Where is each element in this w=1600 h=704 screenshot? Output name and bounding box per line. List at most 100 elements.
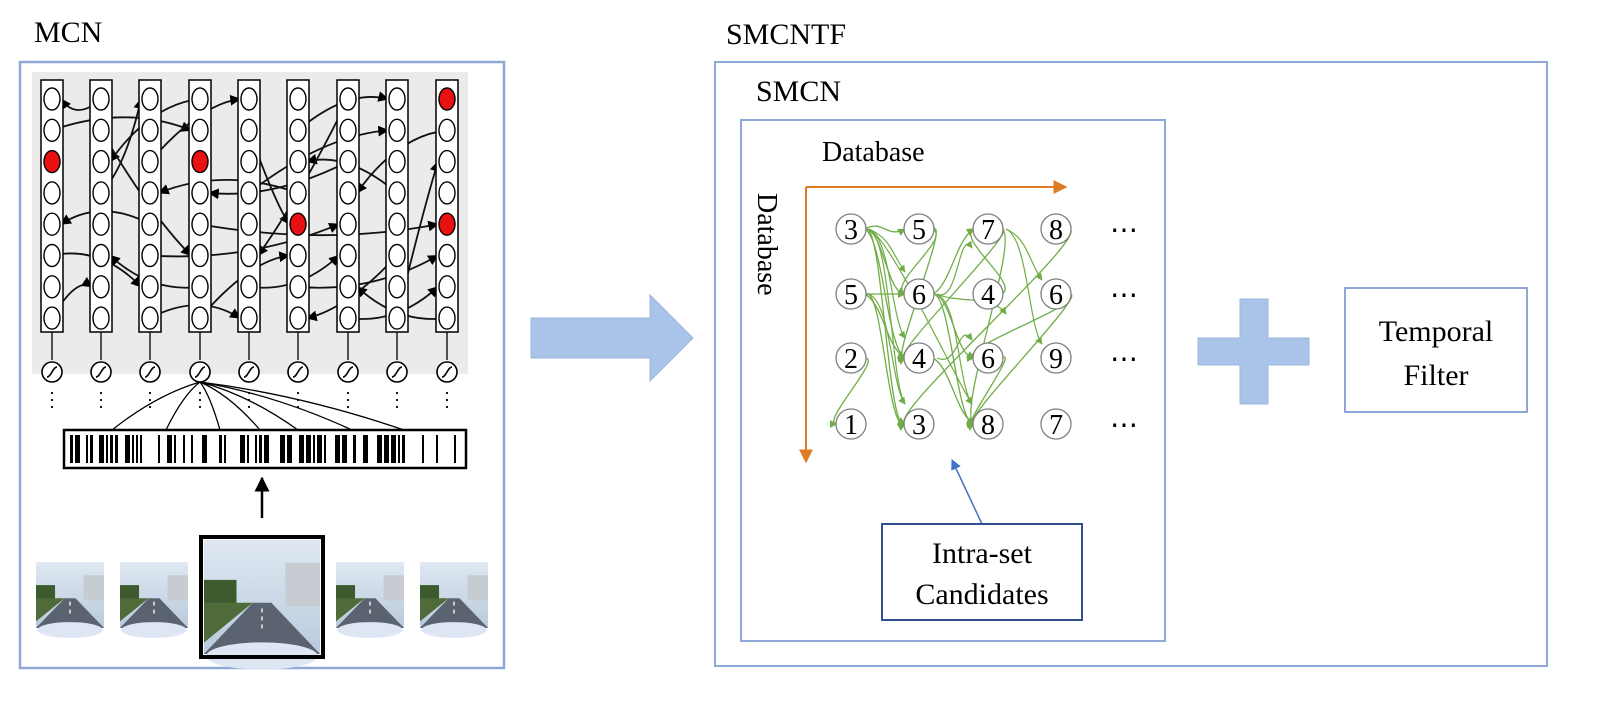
barcode-bar <box>280 435 285 463</box>
mcn-title: MCN <box>34 16 102 49</box>
neuron <box>240 181 258 205</box>
candidate-node <box>1040 342 1072 374</box>
neuron <box>438 306 456 330</box>
neuron <box>92 275 110 299</box>
neuron <box>92 149 110 174</box>
callout-line-1: Intra-set <box>932 537 1033 570</box>
ellipsis-dot <box>395 391 399 395</box>
sigmoid-curve <box>292 366 304 378</box>
neuron <box>388 149 406 174</box>
barcode-bar <box>125 435 130 463</box>
neuron <box>240 149 258 174</box>
barcode-bar <box>174 435 176 463</box>
neuron <box>289 181 307 205</box>
neuron <box>92 181 110 205</box>
ellipsis-dot <box>148 398 152 402</box>
candidate-link <box>868 228 906 405</box>
active-neuron <box>438 212 456 236</box>
neuron <box>141 306 159 330</box>
image-building <box>467 575 488 601</box>
neuron <box>339 181 357 205</box>
barcode-bar <box>335 435 340 463</box>
neuron <box>141 87 159 111</box>
neuron <box>388 212 406 236</box>
barcode-bar <box>136 435 138 463</box>
candidate-label: 7 <box>1049 410 1063 441</box>
ellipsis-dot <box>50 398 54 402</box>
neuron <box>43 275 61 299</box>
neuron <box>43 118 61 143</box>
car-camera-image <box>36 562 104 638</box>
barcode-bar <box>398 435 400 463</box>
candidate-node <box>972 342 1004 374</box>
neuron <box>191 212 209 236</box>
neuron <box>339 275 357 299</box>
barcode-connections <box>111 381 405 431</box>
candidate-node <box>835 278 867 310</box>
candidate-link <box>1005 228 1043 281</box>
candidate-link <box>1005 228 1043 345</box>
neuron <box>240 87 258 111</box>
barcode-bar <box>202 435 207 463</box>
barcode-bar <box>75 435 80 463</box>
neuron <box>141 243 159 268</box>
candidate-node <box>903 408 935 440</box>
neuron <box>240 243 258 268</box>
mcn-network <box>40 79 459 333</box>
neuron <box>339 212 357 236</box>
ellipsis-dot <box>395 405 399 409</box>
row-ellipsis: ⋯ <box>1110 410 1138 441</box>
ellipsis-dot <box>346 391 350 395</box>
neuron <box>191 306 209 330</box>
ellipsis-dot <box>198 405 202 409</box>
neuron <box>191 118 209 143</box>
image-verge <box>336 598 365 622</box>
image-trees <box>120 585 140 602</box>
car-camera-image <box>336 562 404 638</box>
candidate-label: 3 <box>844 215 858 246</box>
candidate-label: 4 <box>912 344 926 375</box>
network-connection <box>51 116 193 132</box>
barcode-bar <box>454 435 456 463</box>
candidate-label: 4 <box>981 280 995 311</box>
neuron <box>141 212 159 236</box>
right-arrow-icon <box>530 293 694 383</box>
barcode-bar <box>240 435 245 463</box>
active-neuron <box>43 149 61 174</box>
candidate-label: 2 <box>844 344 858 375</box>
candidate-link <box>864 225 906 236</box>
barcode-bar <box>140 435 142 463</box>
neuron <box>289 87 307 111</box>
barcode-bar <box>132 435 134 463</box>
ellipsis-dot <box>445 405 449 409</box>
neuron <box>141 149 159 174</box>
neuron <box>438 149 456 174</box>
candidate-node <box>835 213 867 245</box>
neuron <box>289 118 307 143</box>
neuron <box>43 243 61 268</box>
neuron <box>339 87 357 111</box>
car-camera-image <box>120 562 188 638</box>
candidate-node <box>972 278 1004 310</box>
candidate-link <box>868 228 906 273</box>
neuron <box>240 275 258 299</box>
candidate-label: 8 <box>981 410 995 441</box>
filter-line-2: Filter <box>1404 359 1469 392</box>
ellipsis-dot <box>198 398 202 402</box>
barcode-bar <box>377 435 382 463</box>
sigmoid-curve <box>194 366 206 378</box>
sigmoid-curve <box>391 366 403 378</box>
barcode-bar <box>324 435 326 463</box>
image-building <box>285 562 320 607</box>
neuron <box>289 275 307 299</box>
image-trees <box>336 585 356 602</box>
neuron <box>141 118 159 143</box>
neuron <box>339 306 357 330</box>
sigmoid-curve <box>243 366 255 378</box>
barcode-bar <box>306 435 311 463</box>
neuron <box>339 118 357 143</box>
neuron <box>92 118 110 143</box>
candidate-link <box>864 293 906 431</box>
axis-label-left: Database <box>751 193 782 296</box>
